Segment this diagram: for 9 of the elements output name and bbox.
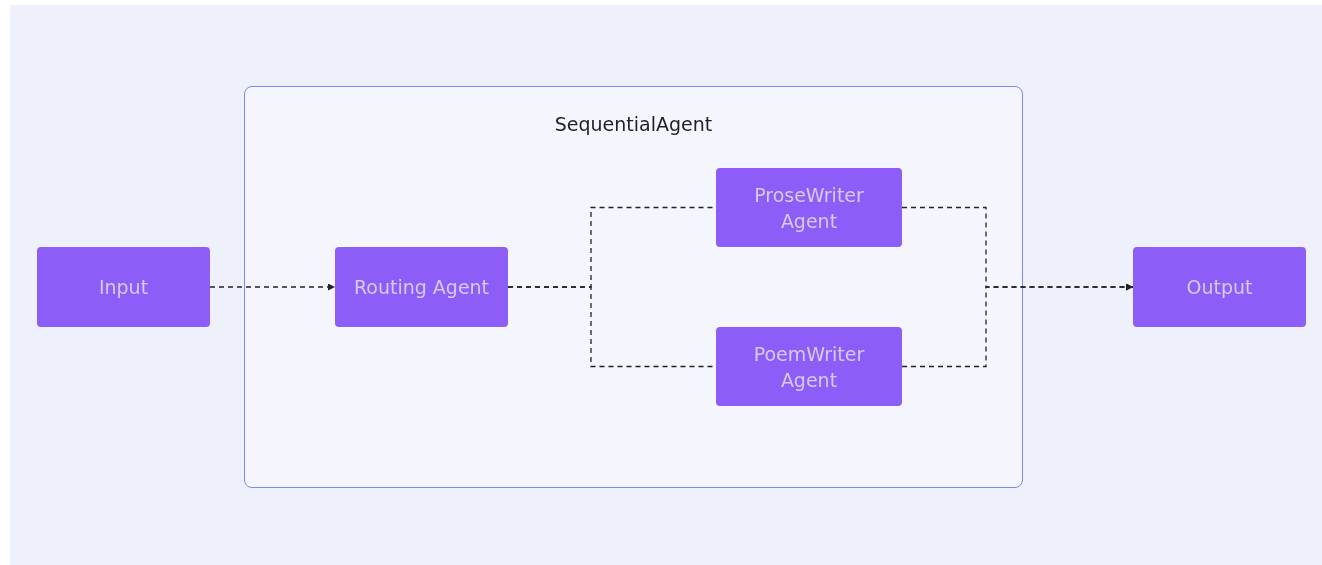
arrow: [901, 283, 1134, 368]
arrow: [209, 283, 336, 291]
agent-box: ProseWriter Agent: [716, 168, 902, 247]
container-box: [244, 86, 1023, 488]
agent-box: Output: [1133, 247, 1306, 327]
agent-box: Input: [37, 247, 210, 327]
container-title: SequentialAgent: [553, 113, 714, 135]
agent-box: PoemWriter Agent: [716, 327, 902, 406]
agent-box: Routing Agent: [335, 247, 508, 327]
